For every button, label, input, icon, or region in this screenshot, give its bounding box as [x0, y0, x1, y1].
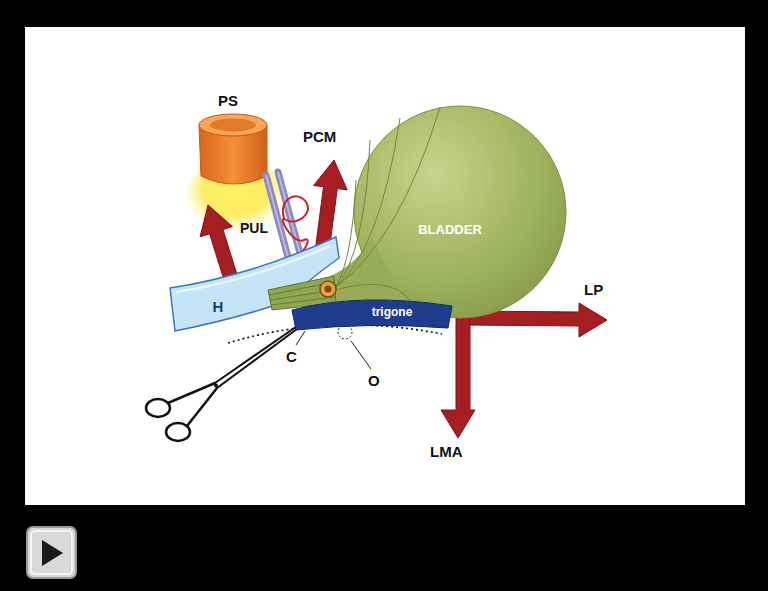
leader-line — [351, 341, 371, 369]
label-holder: PUL — [240, 220, 268, 236]
pubic-symphysis — [210, 119, 256, 132]
force-arrow — [200, 205, 239, 284]
bladder-fiber — [335, 107, 440, 288]
text-holder: trigone — [372, 306, 413, 320]
scissors — [214, 384, 218, 388]
bladder-fiber — [335, 284, 410, 300]
anatomy-label: LP — [584, 281, 603, 298]
scissors — [146, 322, 303, 441]
leader-line — [296, 325, 371, 369]
scissors — [217, 326, 301, 388]
urethra-stripe — [269, 282, 335, 305]
trigone-band — [292, 300, 452, 330]
play-button — [42, 540, 63, 566]
white-panel — [25, 27, 745, 505]
label-holder: LMA — [430, 443, 463, 460]
leader-line — [338, 325, 352, 339]
structure-label: H — [213, 298, 224, 315]
force-arrow — [441, 315, 475, 438]
anatomy-label: PS — [218, 92, 238, 109]
trigone-band — [292, 300, 452, 330]
pubic-symphysis — [186, 114, 286, 238]
label-holder: PCM — [303, 128, 336, 145]
label-holder: LP — [584, 281, 603, 298]
text-holder: BLADDER — [418, 223, 482, 238]
pubic-symphysis — [199, 114, 267, 136]
label-holder: C — [286, 348, 297, 365]
anatomy-label: LMA — [430, 443, 463, 460]
ureteral-orifice — [320, 281, 336, 297]
bladder-shape — [268, 106, 566, 318]
bladder-fiber — [335, 180, 356, 288]
anatomy-label: PUL — [240, 220, 268, 236]
bladder-fiber — [335, 140, 370, 288]
anatomy-label: O — [368, 372, 380, 389]
anatomy-label: PCM — [303, 128, 336, 145]
label-holder: O — [368, 372, 380, 389]
structure-label: trigone — [372, 306, 413, 320]
ureteral-orifice — [325, 286, 332, 293]
label-holder: PS — [218, 92, 238, 109]
scissors — [146, 399, 170, 417]
bladder-shape: BLADDER — [300, 100, 570, 325]
anatomy-label: C — [286, 348, 297, 365]
play-button — [31, 531, 72, 574]
text-holder: H — [213, 298, 224, 315]
scissors — [215, 322, 303, 383]
bladder-neck — [330, 238, 405, 303]
organ-label: BLADDER — [418, 223, 482, 238]
dotted-line — [228, 325, 442, 343]
play-button — [27, 527, 76, 578]
play-button — [27, 527, 76, 578]
scissors — [187, 388, 217, 426]
red-scribble — [283, 196, 308, 257]
leader-line — [296, 331, 305, 345]
trigone-band: trigone — [288, 290, 456, 334]
bladder-fiber — [335, 118, 400, 288]
bladder-shape — [300, 100, 570, 325]
